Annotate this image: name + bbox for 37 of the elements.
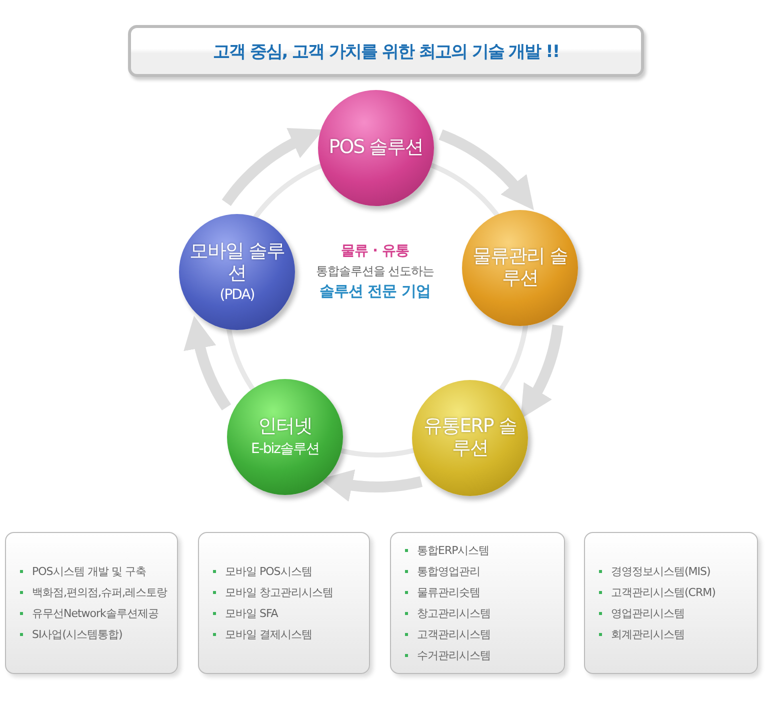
list-item: 영업관리시스템 <box>599 603 684 624</box>
circle-label: POS 솔루션 <box>328 137 424 159</box>
list-item: 창고관리시스템 <box>405 603 490 624</box>
circle-label: E-biz솔루션 <box>250 440 320 458</box>
list-item: 회계관리시스템 <box>599 624 684 645</box>
list-item: 모바일 결제시스템 <box>213 624 312 645</box>
list-item: 백화점,편의점,슈퍼,레스토랑 <box>20 582 167 603</box>
feature-panel <box>5 532 178 674</box>
list-item: 유무선Network솔루션제공 <box>20 603 158 624</box>
list-item: 경영정보시스템(MIS) <box>599 561 710 582</box>
feature-panel <box>584 532 758 674</box>
circle-label: 인터넷 <box>258 416 312 438</box>
circle-label: (PDA) <box>220 287 254 304</box>
list-item: 물류관리숫템 <box>405 582 480 603</box>
center-text: 물류 · 유통 <box>340 242 410 260</box>
list-item: SI사업(시스템통합) <box>20 624 122 645</box>
circle-label: 유통ERP 솔루션 <box>422 416 518 460</box>
solution-circle <box>227 379 343 495</box>
list-item: 수거관리시스템 <box>405 645 490 666</box>
list-item: 모바일 창고관리시스템 <box>213 582 333 603</box>
list-item: 고객관리시스템 <box>405 624 490 645</box>
list-item: 모바일 SFA <box>213 603 278 624</box>
circle-label: 물류관리 솔루션 <box>471 246 569 290</box>
circle-label: 모바일 솔루션 <box>188 240 286 284</box>
center-text: 통합솔루션을 선도하는 <box>314 263 436 280</box>
list-item: 모바일 POS시스템 <box>213 561 312 582</box>
list-item: 통합영업관리 <box>405 561 480 582</box>
list-item: 고객관리시스템(CRM) <box>599 582 716 603</box>
title: 고객 중심, 고객 가치를 위한 최고의 기술 개발 !! <box>212 40 560 62</box>
list-item: 통합ERP시스템 <box>405 540 490 561</box>
feature-panel <box>390 532 565 674</box>
list-item: POS시스템 개발 및 구축 <box>20 561 146 582</box>
feature-panel <box>198 532 370 674</box>
arrow <box>184 316 232 412</box>
arrow <box>221 128 324 208</box>
center-text: 솔루션 전문 기업 <box>318 282 432 301</box>
arrow <box>436 129 534 210</box>
